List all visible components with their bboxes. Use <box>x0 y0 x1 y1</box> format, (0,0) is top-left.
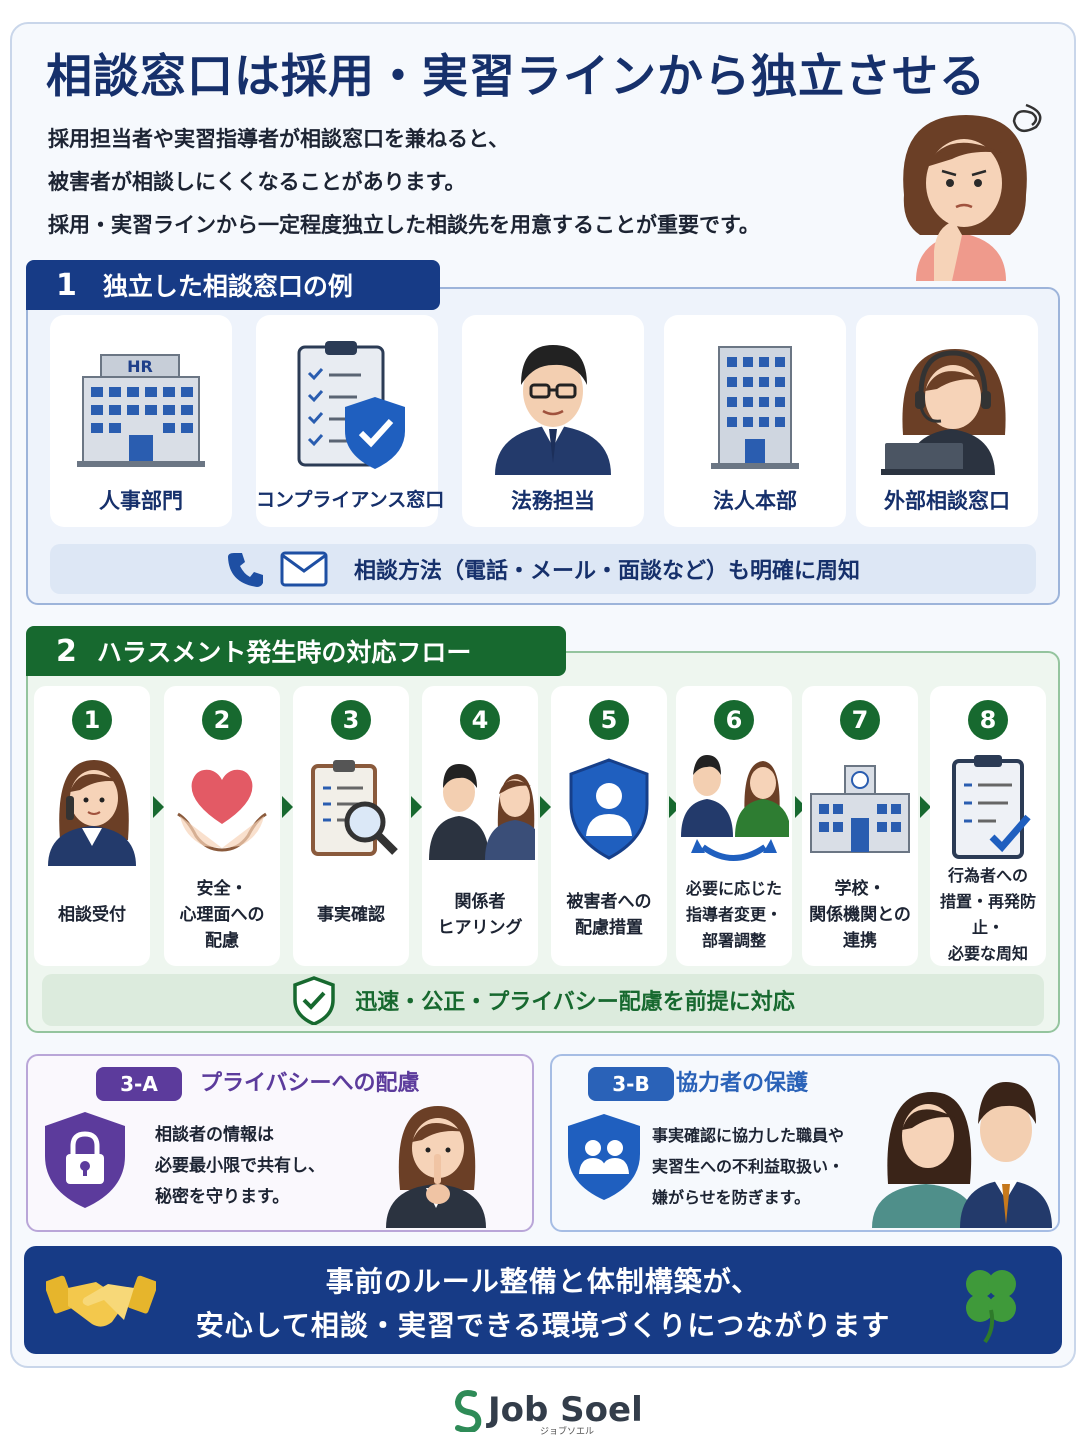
job-soel-logo-icon <box>454 1390 482 1432</box>
shush-woman-illustration <box>386 1106 486 1228</box>
check-shield-icon <box>293 976 335 1025</box>
step-label: 被害者への 配慮措置 <box>566 892 652 938</box>
intro-text: 採用担当者や実習指導者が相談窓口を兼ねると、 被害者が相談しにくくなることがあり… <box>48 118 760 247</box>
phone-reception-icon <box>48 760 136 866</box>
section1-number: 1 <box>56 267 77 303</box>
cooperator-line: 嫌がらせを防ぎます。 <box>652 1188 811 1207</box>
card-external: 外部相談窓口 <box>856 315 1038 527</box>
cooperator-tag: 3-B <box>588 1067 674 1101</box>
premise-bar: 迅速・公正・プライバシー配慮を前提に対応 <box>42 974 1044 1026</box>
cooperator-line: 実習生への不利益取扱い・ <box>652 1157 845 1176</box>
brand-logo: Job Soel ジョブソエル <box>452 1384 643 1437</box>
card-label: 法人本部 <box>713 489 797 513</box>
flow-step-6: 6 必要に応じた 指導者変更・ 部署調整 <box>676 686 792 966</box>
hr-badge-text: HR <box>127 357 153 376</box>
flow-step-3: 3 事実確認 <box>293 686 409 966</box>
step-number: 6 <box>714 700 754 740</box>
worried-woman-illustration <box>903 103 1042 281</box>
intro-line: 採用・実習ラインから一定程度独立した相談先を用意することが重要です。 <box>48 213 760 237</box>
step-label: 学校・ 関係機関との 連携 <box>809 879 911 951</box>
flow-step-2: 2 安全・ 心理面への 配慮 <box>164 686 280 966</box>
conclusion-banner: 事前のルール整備と体制構築が、 安心して相談・実習できる環境づくりにつながります <box>24 1246 1062 1354</box>
flow-step-8: 8 行為者への 措置・再発防止・ 必要な周知 <box>930 686 1046 966</box>
card-hr: HR 人事部門 <box>50 315 232 527</box>
flow-arrow-icon <box>920 796 931 818</box>
step-number: 1 <box>72 700 112 740</box>
compliance-shield-icon <box>297 341 405 469</box>
headquarters-building-icon <box>711 346 799 469</box>
flow-arrow-icon <box>795 796 806 818</box>
card-label: 人事部門 <box>99 489 183 513</box>
hearing-meeting-icon <box>429 764 535 860</box>
protection-shield-icon <box>569 758 649 860</box>
step-label: 事実確認 <box>317 905 385 925</box>
section1-heading: 1 独立した相談窓口の例 <box>26 260 440 310</box>
supervisor-change-icon <box>681 755 789 861</box>
step-label: 安全・ 心理面への 配慮 <box>179 879 265 951</box>
card-compliance: コンプライアンス窓口 <box>256 315 445 527</box>
conclusion-line-1: 事前のルール整備と体制構築が、 <box>325 1265 761 1298</box>
step-number: 3 <box>331 700 371 740</box>
lock-shield-icon <box>45 1112 125 1208</box>
checklist-clipboard-icon <box>952 755 1031 859</box>
card-label: 法務担当 <box>511 489 595 513</box>
contact-methods-text: 相談方法（電話・メール・面談など）も明確に周知 <box>353 559 860 584</box>
flow-arrow-icon <box>411 796 422 818</box>
step-number: 4 <box>460 700 500 740</box>
privacy-line: 必要最小限で共有し、 <box>155 1156 325 1176</box>
flow-step-1: 1 相談受付 <box>34 686 150 966</box>
coworkers-illustration <box>872 1082 1052 1228</box>
heart-hands-icon <box>177 769 267 852</box>
step-number: 8 <box>968 700 1008 740</box>
people-shield-icon <box>568 1114 640 1200</box>
page-title: 相談窓口は採用・実習ラインから独立させる <box>46 49 986 103</box>
flow-arrow-icon <box>669 796 680 818</box>
card-label: コンプライアンス窓口 <box>256 489 445 511</box>
step-number: 7 <box>840 700 880 740</box>
section1-title: 独立した相談窓口の例 <box>102 272 353 301</box>
contact-methods-bar: 相談方法（電話・メール・面談など）も明確に周知 <box>50 544 1036 594</box>
intro-line: 採用担当者や実習指導者が相談窓口を兼ねると、 <box>48 127 510 151</box>
four-leaf-clover-icon <box>966 1270 1016 1344</box>
school-building-icon <box>810 765 910 853</box>
clipboard-magnifier-icon <box>311 760 398 856</box>
flow-arrow-icon <box>540 796 551 818</box>
section2-heading: 2 ハラスメント発生時の対応フロー <box>26 626 566 676</box>
card-headquarters: 法人本部 <box>664 315 846 527</box>
flow-step-5: 5 被害者への 配慮措置 <box>551 686 667 966</box>
cooperator-line: 事実確認に協力した職員や <box>652 1126 845 1145</box>
step-label: 関係者 ヒアリング <box>437 892 523 938</box>
flow-step-7: 7 学校・ 関係機関との 連携 <box>802 686 918 966</box>
mail-icon <box>280 551 328 587</box>
card-legal: 法務担当 <box>462 315 644 527</box>
brand-name: Job Soel <box>488 1390 643 1430</box>
premise-text: 迅速・公正・プライバシー配慮を前提に対応 <box>355 990 795 1015</box>
step-label: 行為者への 措置・再発防止・ 必要な周知 <box>939 866 1036 963</box>
section2-number: 2 <box>56 633 77 669</box>
card-label: 外部相談窓口 <box>884 489 1010 513</box>
cooperator-heading: 協力者の保護 <box>676 1071 809 1096</box>
cooperator-text: 事実確認に協力した職員や 実習生への不利益取扱い・ 嫌がらせを防ぎます。 <box>652 1120 844 1213</box>
privacy-line: 秘密を守ります。 <box>155 1187 290 1207</box>
privacy-heading: プライバシーへの配慮 <box>200 1071 420 1096</box>
legal-officer-icon <box>495 345 611 475</box>
intro-line: 被害者が相談しにくくなることがあります。 <box>48 170 466 194</box>
step-number: 5 <box>589 700 629 740</box>
phone-icon <box>227 553 263 587</box>
flow-arrow-icon <box>282 796 293 818</box>
privacy-tag: 3-A <box>96 1067 182 1101</box>
step-label: 相談受付 <box>58 905 126 925</box>
brand-subtitle: ジョブソエル <box>540 1427 595 1437</box>
handshake-icon <box>46 1275 156 1327</box>
conclusion-line-2: 安心して相談・実習できる環境づくりにつながります <box>195 1309 891 1342</box>
external-operator-icon <box>881 349 1006 475</box>
step-label: 必要に応じた 指導者変更・ 部署調整 <box>685 879 782 950</box>
privacy-line: 相談者の情報は <box>155 1125 274 1145</box>
section2-title: ハラスメント発生時の対応フロー <box>96 638 472 667</box>
flow-arrow-icon <box>153 796 164 818</box>
privacy-text: 相談者の情報は 必要最小限で共有し、 秘密を守ります。 <box>155 1120 325 1213</box>
hr-building-icon: HR <box>77 354 205 467</box>
step-number: 2 <box>202 700 242 740</box>
flow-step-4: 4 関係者 ヒアリング <box>422 686 538 966</box>
